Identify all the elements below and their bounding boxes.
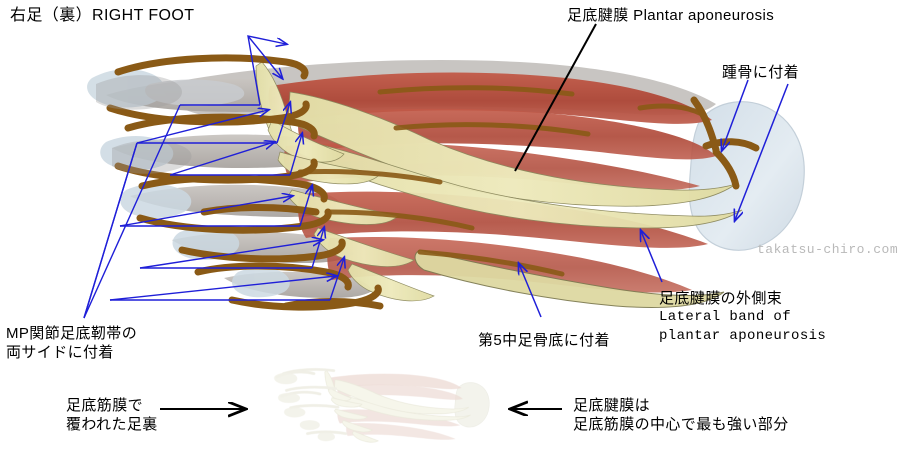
label-attaches-to-calcaneus: 踵骨に付着 (722, 64, 800, 81)
label-plantar-aponeurosis: 足底腱膜 Plantar aponeurosis (567, 7, 775, 24)
label-strongest-line2: 足底筋膜の中心で最も強い部分 (573, 416, 789, 433)
label-lateral-band-line2: Lateral band of (659, 309, 792, 325)
label-strongest-line1: 足底腱膜は (573, 397, 651, 414)
lateral-band-aponeurosis (414, 249, 725, 308)
label-sole-covered-by-fascia: 足底筋膜で 覆われた足裏 (66, 396, 158, 434)
label-mp-joint-ligaments: MP関節足底靭帯の 両サイドに付着 (6, 324, 137, 362)
label-sole-covered-line1: 足底筋膜で (66, 397, 144, 414)
label-strongest-central-part: 足底腱膜は 足底筋膜の中心で最も強い部分 (573, 396, 789, 434)
page-title: 右足（裏）RIGHT FOOT (10, 7, 195, 24)
label-sole-covered-line2: 覆われた足裏 (66, 416, 158, 433)
label-lateral-band-line1: 足底腱膜の外側束 (659, 290, 783, 307)
label-lateral-band-line3: plantar aponeurosis (659, 328, 827, 344)
label-fifth-metatarsal-base: 第5中足骨底に付着 (478, 332, 610, 349)
label-mp-joint-line2: 両サイドに付着 (6, 344, 114, 361)
label-lateral-band: 足底腱膜の外側束 Lateral band of plantar aponeur… (659, 289, 826, 346)
label-mp-joint-line1: MP関節足底靭帯の (6, 325, 138, 342)
watermark: takatsu-chiro.com (757, 242, 899, 257)
